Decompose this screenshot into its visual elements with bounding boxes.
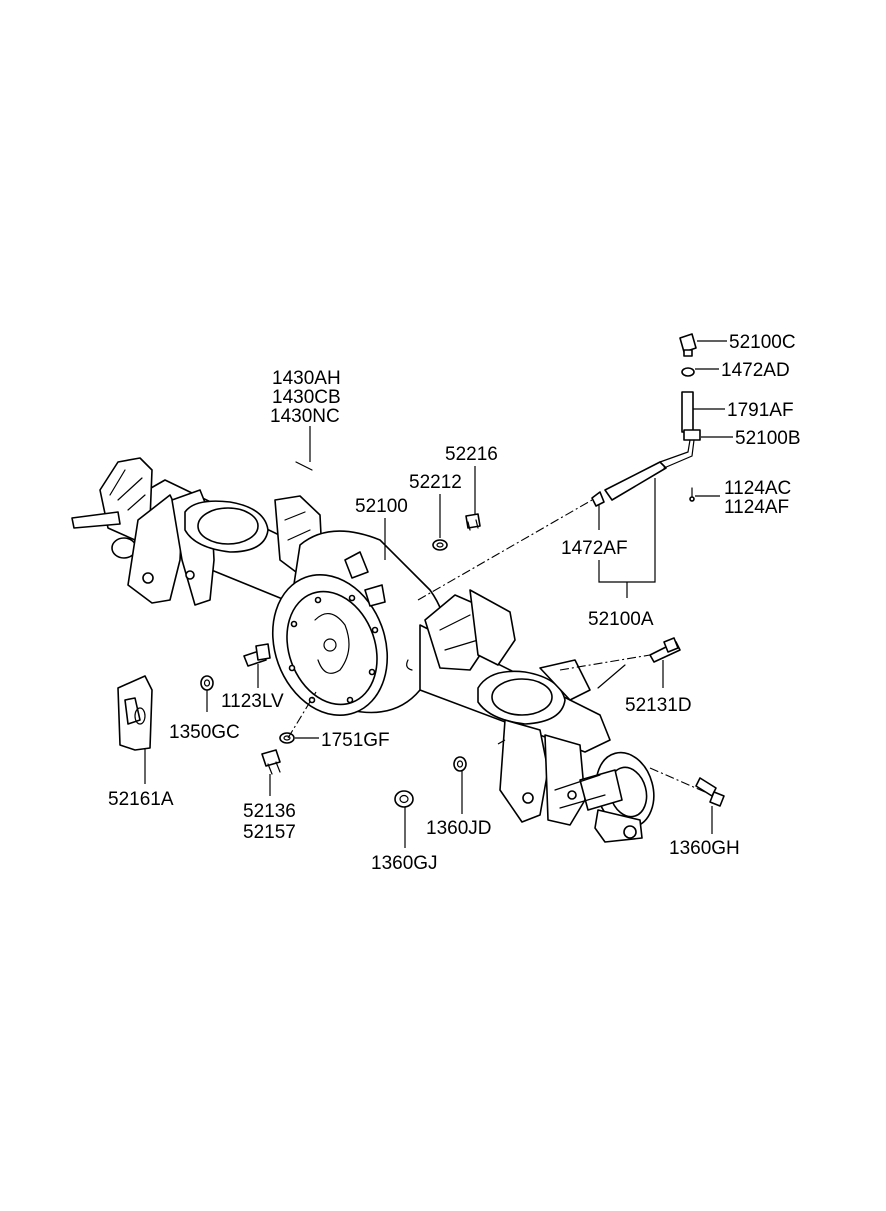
label-52100C[interactable]: 52100C <box>729 332 796 353</box>
label-1751GF[interactable]: 1751GF <box>321 730 390 751</box>
label-52100A[interactable]: 52100A <box>588 609 654 630</box>
label-52100B[interactable]: 52100B <box>735 428 801 449</box>
label-1360GJ[interactable]: 1360GJ <box>371 853 438 874</box>
label-1430AH[interactable]: 1430AH <box>272 368 341 389</box>
label-1360JD[interactable]: 1360JD <box>426 818 492 839</box>
label-52131D[interactable]: 52131D <box>625 695 692 716</box>
leader-lines <box>144 340 733 848</box>
label-1360GH[interactable]: 1360GH <box>669 838 740 859</box>
label-52161A[interactable]: 52161A <box>108 789 174 810</box>
label-1472AF[interactable]: 1472AF <box>561 538 628 559</box>
label-1430CB[interactable]: 1430CB <box>272 387 341 408</box>
label-52212[interactable]: 52212 <box>409 472 462 493</box>
label-1791AF[interactable]: 1791AF <box>727 400 794 421</box>
label-1123LV[interactable]: 1123LV <box>221 691 284 712</box>
label-1430NC[interactable]: 1430NC <box>270 406 340 427</box>
label-52136[interactable]: 52136 <box>243 801 296 822</box>
label-1472AD[interactable]: 1472AD <box>721 360 790 381</box>
label-1124AF[interactable]: 1124AF <box>724 497 789 518</box>
rear-axle-housing-drawing <box>71 457 655 843</box>
label-52216[interactable]: 52216 <box>445 444 498 465</box>
label-52100[interactable]: 52100 <box>355 496 408 517</box>
hardware-parts <box>117 333 725 808</box>
label-1124AC[interactable]: 1124AC <box>724 478 791 499</box>
label-52157[interactable]: 52157 <box>243 822 296 843</box>
part-labels: 52100C 1472AD 1791AF 52100B 1124AC 1124A… <box>108 332 801 874</box>
alignment-lines <box>287 499 706 793</box>
label-1350GC[interactable]: 1350GC <box>169 722 240 743</box>
